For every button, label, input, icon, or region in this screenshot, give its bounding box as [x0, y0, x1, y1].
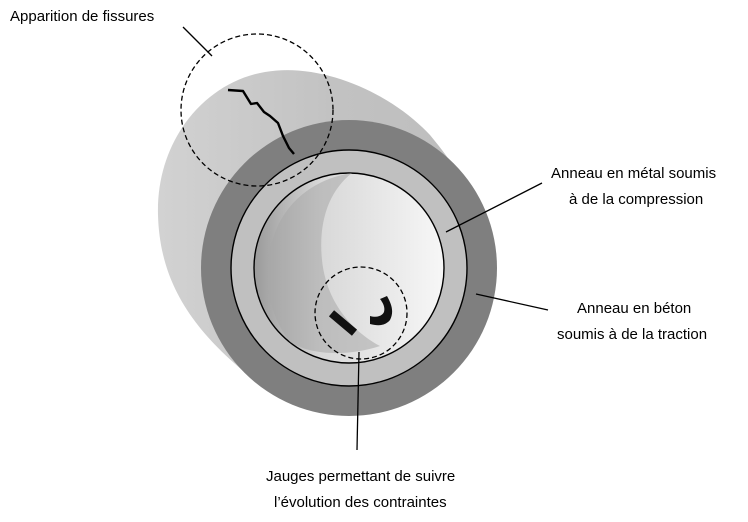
leader-line-concrete — [475, 293, 549, 311]
strain-gauge-right — [370, 296, 393, 326]
label-strain-gauges: Jauges permettant de suivre l’évolution … — [266, 468, 456, 511]
label-crack-appearance: Apparition de fissures — [10, 8, 155, 25]
crack-highlight-circle — [180, 33, 334, 187]
leader-line-gauges — [356, 351, 360, 451]
label-concrete-ring: Anneau en béton soumis à de la traction — [557, 300, 708, 343]
bore-inner-wall — [267, 173, 380, 354]
crack-line — [227, 88, 295, 155]
strain-gauge-left — [328, 310, 358, 336]
gauge-highlight-circle — [314, 266, 408, 360]
leader-line-metal — [445, 182, 543, 233]
leader-line-fissures — [182, 26, 213, 57]
label-metal-ring: Anneau en métal soumis à de la compressi… — [551, 165, 717, 208]
